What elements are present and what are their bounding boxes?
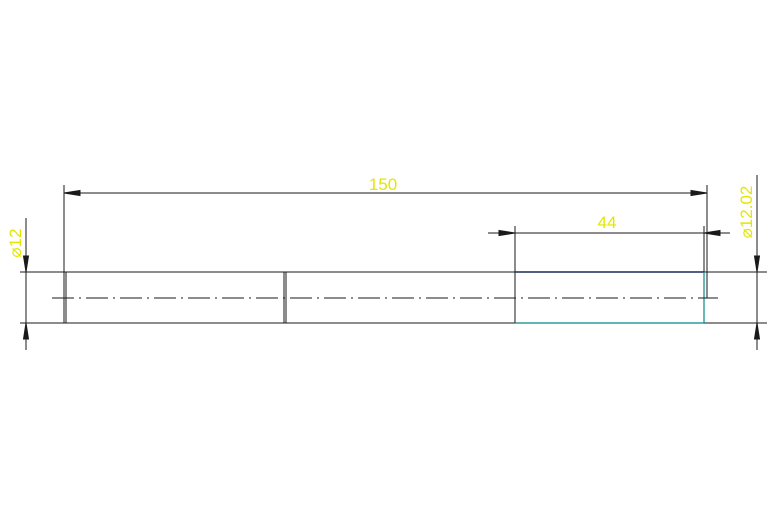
dimension-150-label: 150: [369, 175, 397, 194]
dimension-left-diameter: [20, 218, 64, 350]
arrowhead-right-dia-top: [753, 255, 761, 273]
dimension-44-label: 44: [598, 213, 617, 232]
dimension-44: [488, 226, 730, 272]
left-diameter-label: ⌀12: [6, 228, 25, 257]
arrowhead-44-left: [498, 229, 516, 237]
arrowhead-dia-bottom: [22, 322, 30, 340]
dimension-right-diameter: [753, 175, 761, 350]
arrowhead-right: [690, 189, 708, 197]
arrowhead-left: [63, 189, 81, 197]
arrowhead-dia-top: [22, 255, 30, 273]
dimension-150: [63, 185, 708, 298]
arrowhead-right-dia-bottom: [753, 322, 761, 340]
right-diameter-label: ⌀12.02: [737, 186, 756, 239]
arrowhead-44-right: [703, 229, 721, 237]
